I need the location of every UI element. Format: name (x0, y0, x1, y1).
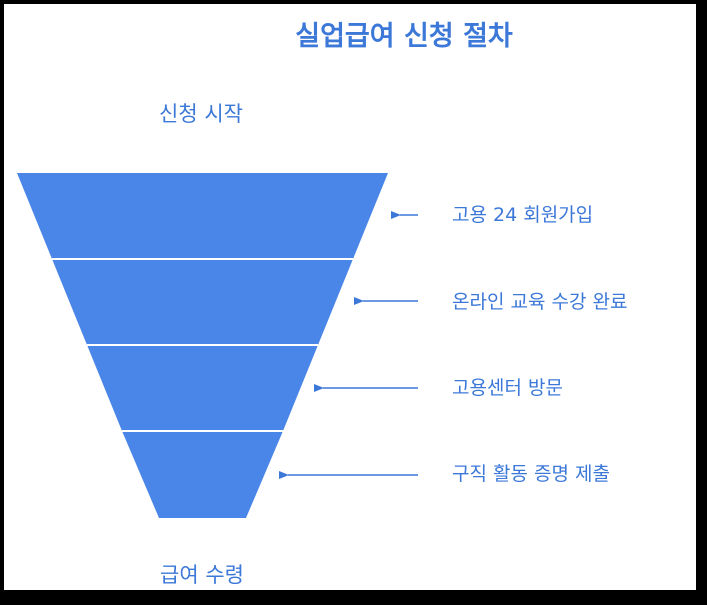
step-label-3: 고용센터 방문 (452, 377, 563, 399)
step-label-4: 구직 활동 증명 제출 (452, 463, 610, 485)
step-label-2: 온라인 교육 수강 완료 (452, 291, 627, 313)
funnel-segment-1 (17, 173, 388, 259)
funnel-segment-2 (52, 259, 353, 345)
start-label: 신청 시작 (159, 102, 243, 126)
end-label: 급여 수령 (160, 563, 244, 587)
step-label-1: 고용 24 회원가입 (452, 204, 593, 226)
diagram-title: 실업급여 신청 절차 (295, 21, 513, 52)
funnel-segment-4 (122, 431, 283, 518)
funnel-segment-3 (87, 345, 318, 431)
